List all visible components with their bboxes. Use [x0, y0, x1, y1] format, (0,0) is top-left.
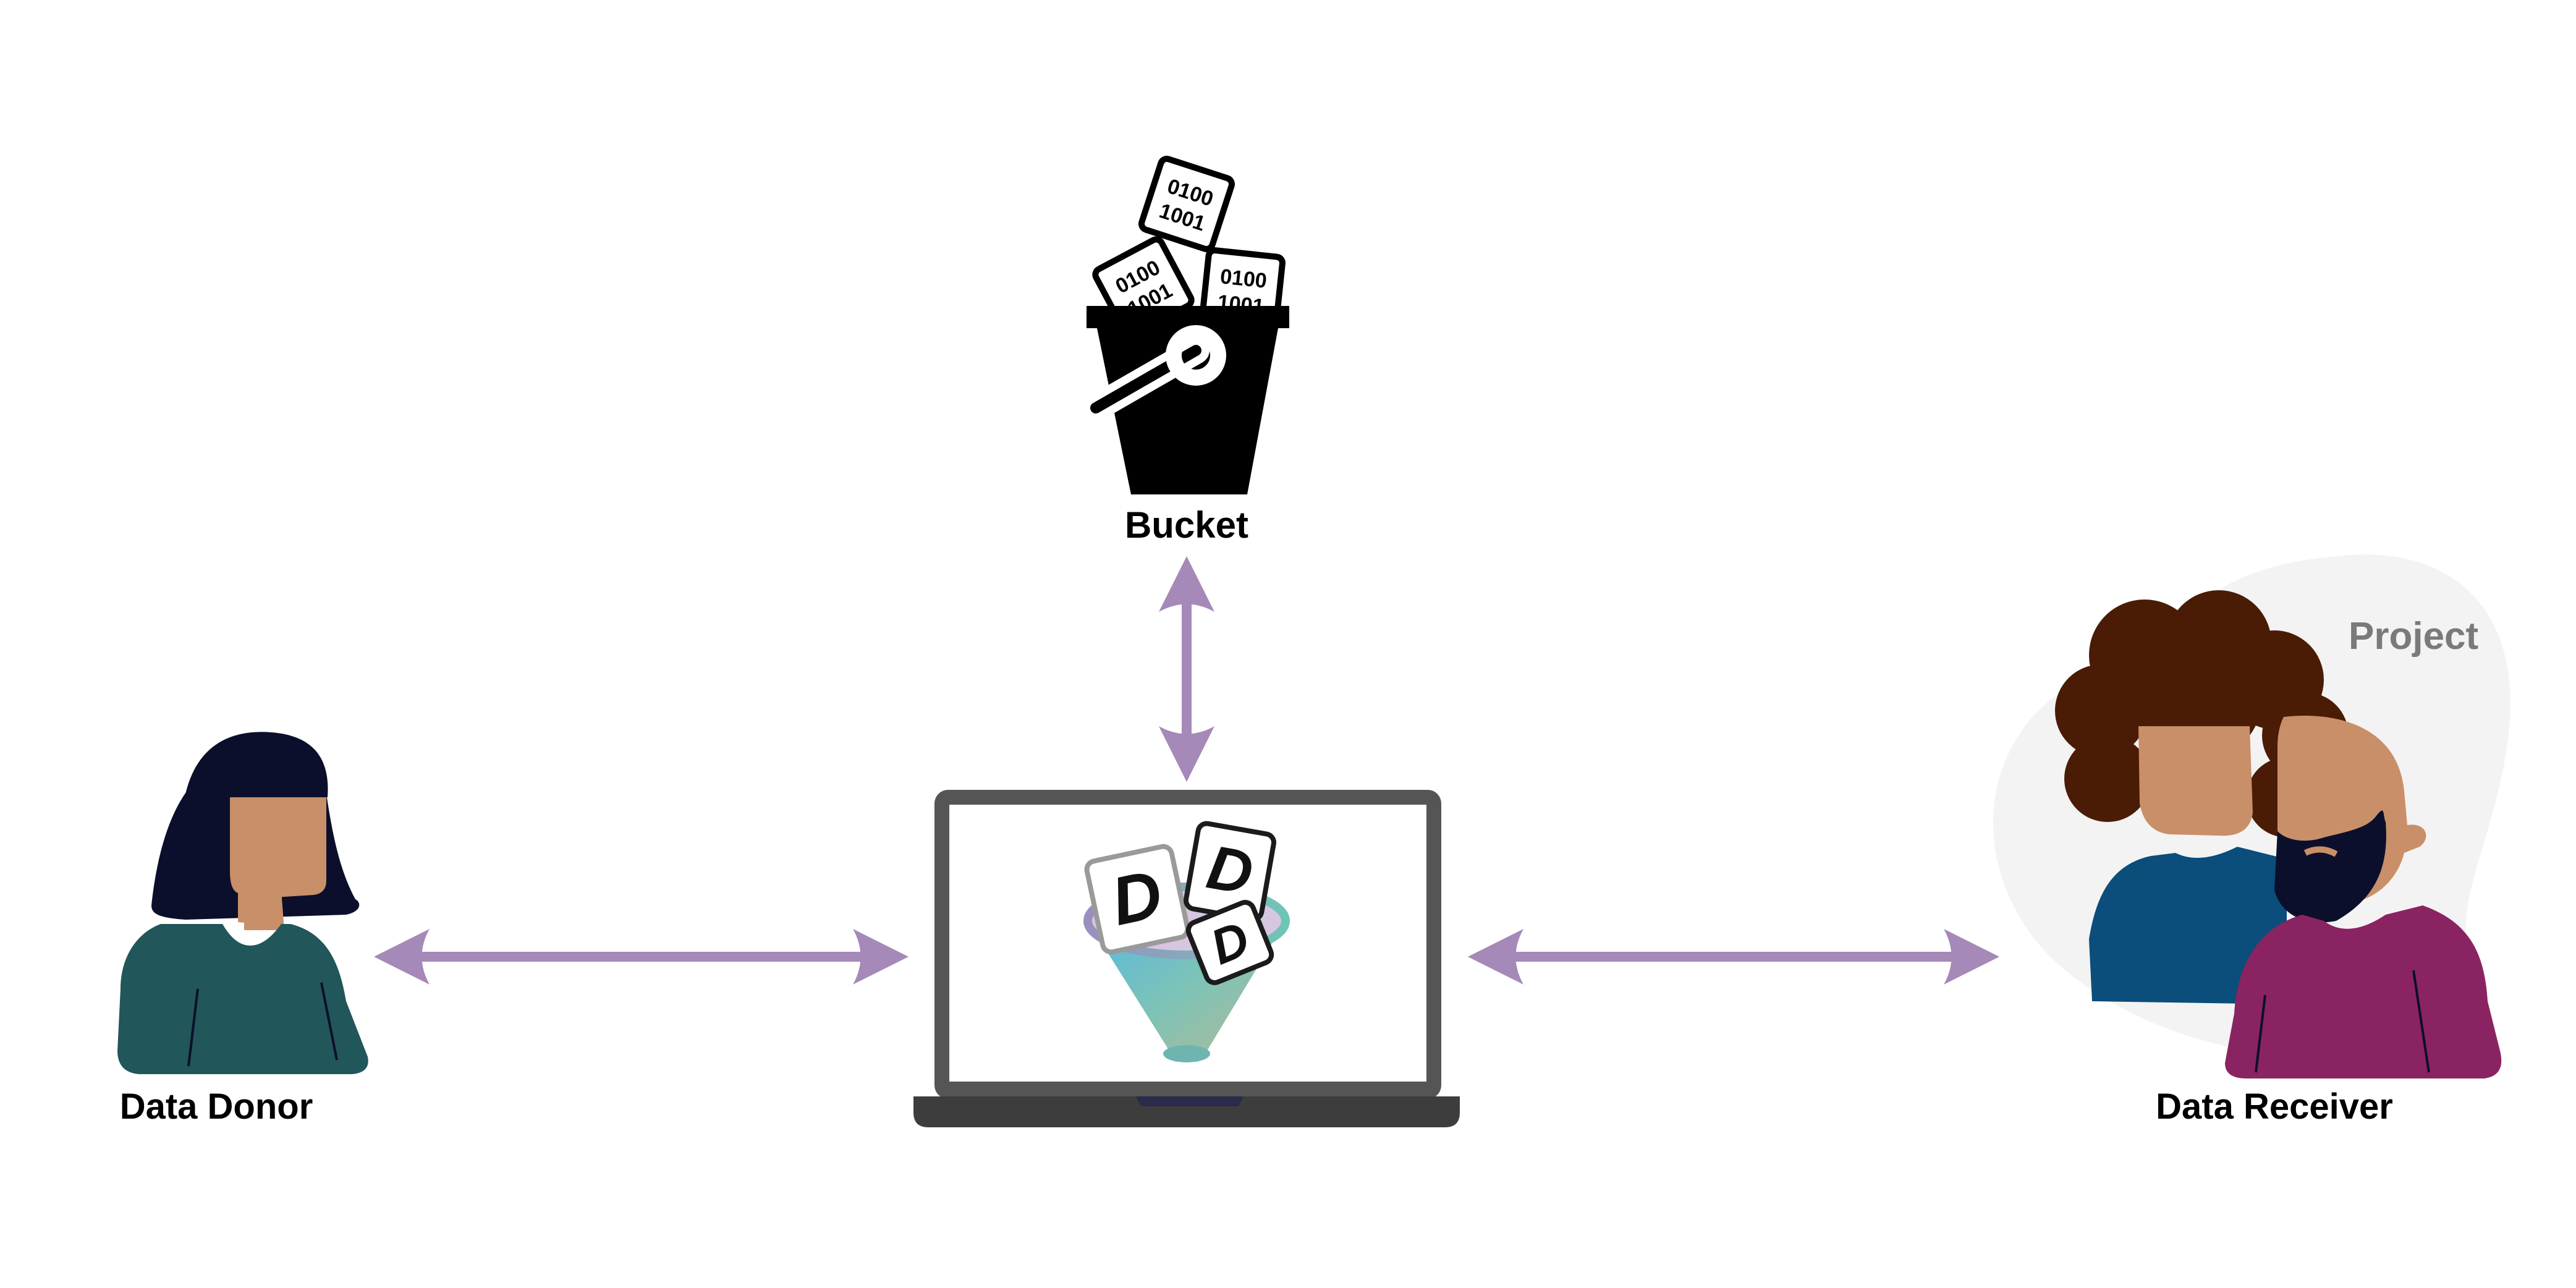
- logo-tile: D: [1184, 821, 1276, 922]
- person-donor-icon: Data Donor: [117, 732, 368, 1127]
- laptop-icon: D D D: [913, 790, 1460, 1127]
- logo-tile: D: [1185, 900, 1274, 985]
- binary-card: 0100 1001: [1138, 155, 1235, 253]
- binary-card-line1: 0100: [1219, 265, 1268, 293]
- bidirectional-arrow-icon: [1468, 929, 1999, 985]
- bucket-label: Bucket: [1125, 504, 1248, 546]
- project-label: Project: [2349, 615, 2478, 658]
- receiver-beard: [2274, 810, 2386, 923]
- bidirectional-arrow-icon: [1159, 556, 1214, 782]
- logo-tile: D: [1084, 844, 1190, 955]
- person-receiver-icon: Data Receiver: [2055, 590, 2502, 1127]
- laptop-notch: [1136, 1096, 1244, 1106]
- bucket-rim: [1087, 306, 1289, 328]
- bucket-icon: 0100 1001 0100 1001 0100 1001 Bucket: [1082, 155, 1289, 546]
- donor-label: Data Donor: [120, 1087, 313, 1127]
- receiver-label: Data Receiver: [2156, 1087, 2393, 1127]
- bidirectional-arrow-icon: [374, 929, 909, 985]
- funnel-logo-icon: D D D: [1083, 821, 1290, 1062]
- laptop-base: [913, 1096, 1460, 1127]
- bucket-handle: [1082, 325, 1226, 422]
